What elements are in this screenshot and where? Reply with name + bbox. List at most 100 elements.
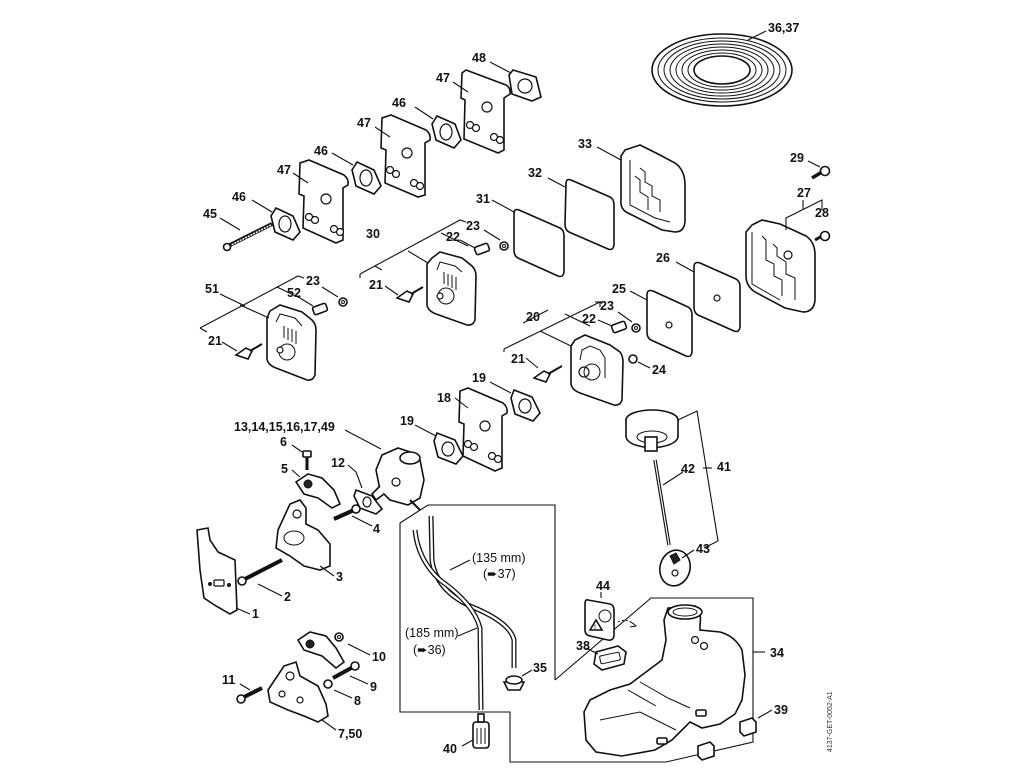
part-screw-4[interactable]: [333, 504, 361, 521]
part-rope-42[interactable]: [653, 459, 671, 546]
part-warning-label-44[interactable]: !: [584, 599, 638, 641]
part-washer-10[interactable]: [334, 632, 344, 642]
part-gasket-19-upper[interactable]: [510, 388, 541, 422]
part-bracket-7-50[interactable]: [267, 660, 329, 723]
part-gasket-12[interactable]: [353, 488, 384, 515]
part-pin-11[interactable]: [236, 686, 263, 704]
tank-group-frame: [554, 597, 754, 763]
part-screw-28[interactable]: [814, 230, 831, 242]
part-plate-47-top[interactable]: [460, 69, 511, 154]
part-gasket-1[interactable]: [196, 527, 238, 615]
part-washer-23-left[interactable]: [338, 297, 348, 307]
part-carburetor[interactable]: [370, 447, 425, 511]
part-filter-cover-33[interactable]: [620, 144, 686, 233]
part-bracket-upper[interactable]: [296, 631, 346, 670]
callout-1: 1: [252, 607, 259, 621]
callout-42: 42: [681, 462, 695, 476]
part-muffler-51[interactable]: [266, 304, 317, 381]
hose-long-ref: (➨36): [413, 643, 446, 657]
callout-51: 51: [205, 282, 219, 296]
callout-19-lower: 19: [400, 414, 414, 428]
callout-3: 3: [336, 570, 343, 584]
callout-47-middle: 47: [357, 116, 371, 130]
callout-20: 20: [526, 310, 540, 324]
hose-short-ref: (➨37): [483, 567, 516, 581]
callout-41: 41: [717, 460, 731, 474]
part-gasket-48[interactable]: [508, 69, 542, 102]
part-plate-47-middle[interactable]: [380, 114, 431, 198]
callout-10: 10: [372, 650, 386, 664]
part-washer-23-middle[interactable]: [499, 241, 509, 251]
callout-23-left: 23: [306, 274, 320, 288]
part-housing-3[interactable]: [275, 499, 331, 571]
callout-11: 11: [222, 673, 235, 687]
part-gasket-46-lower[interactable]: [270, 206, 301, 241]
callout-52: 52: [287, 286, 301, 300]
part-gasket-19-lower[interactable]: [433, 431, 464, 465]
callout-7-50: 7,50: [338, 727, 362, 741]
callout-46-upper: 46: [392, 96, 406, 110]
part-filter-26[interactable]: [693, 261, 741, 333]
part-air-filter-cover-27[interactable]: [745, 219, 816, 313]
callout-9: 9: [370, 680, 377, 694]
part-muffler-20[interactable]: [570, 334, 624, 406]
callout-8: 8: [354, 694, 361, 708]
part-nut-24[interactable]: [628, 354, 638, 364]
part-screw-22-middle[interactable]: [473, 242, 491, 256]
callout-12: 12: [331, 456, 345, 470]
part-screw-9[interactable]: [332, 661, 360, 680]
part-hose-long[interactable]: [412, 529, 484, 711]
callout-36-37: 36,37: [768, 21, 799, 35]
part-fuel-line-coil[interactable]: [651, 33, 793, 107]
part-washer-23-right[interactable]: [631, 323, 641, 333]
callout-21-left: 21: [208, 334, 222, 348]
callout-48: 48: [472, 51, 486, 65]
callout-30: 30: [366, 227, 380, 241]
part-foot-39-b[interactable]: [697, 741, 715, 761]
hose-group-frame-bottom: [399, 523, 585, 763]
callout-32: 32: [528, 166, 542, 180]
callout-2: 2: [284, 590, 291, 604]
callout-46-lower: 46: [232, 190, 246, 204]
callout-47-lower: 47: [277, 163, 291, 177]
part-retainer-43[interactable]: [656, 547, 694, 590]
callout-35: 35: [533, 661, 547, 675]
callout-39: 39: [774, 703, 788, 717]
part-filter-25[interactable]: [646, 289, 693, 358]
part-fuel-filter-40[interactable]: [472, 713, 490, 749]
part-screw-52[interactable]: [311, 302, 329, 316]
callout-19-upper: 19: [472, 371, 486, 385]
part-clamp-21-left[interactable]: [234, 343, 263, 360]
part-foot-39-a[interactable]: [739, 717, 757, 737]
part-screw-6[interactable]: [302, 450, 312, 470]
callout-27: 27: [797, 186, 811, 200]
part-gasket-46-middle[interactable]: [351, 160, 382, 195]
part-screw-2[interactable]: [237, 558, 283, 586]
callout-38: 38: [576, 639, 590, 653]
callout-46-middle: 46: [314, 144, 328, 158]
part-5[interactable]: [294, 473, 342, 509]
part-plate-47-lower[interactable]: [298, 159, 349, 244]
part-grommet-35[interactable]: [502, 675, 526, 691]
part-plate-18[interactable]: [458, 387, 508, 472]
part-clamp-21-right[interactable]: [532, 365, 563, 383]
part-filter-32[interactable]: [564, 178, 615, 251]
part-washer-8[interactable]: [323, 679, 333, 689]
part-screw-45[interactable]: [222, 222, 273, 252]
callout-6: 6: [280, 435, 287, 449]
callout-43: 43: [696, 542, 710, 556]
callout-21-right: 21: [511, 352, 525, 366]
part-clamp-21-middle[interactable]: [395, 286, 424, 303]
part-screw-22-right[interactable]: [610, 320, 628, 334]
part-gasket-46-upper[interactable]: [431, 114, 462, 149]
part-muffler-30[interactable]: [426, 251, 477, 326]
part-grommet-38[interactable]: [593, 645, 627, 671]
callout-4: 4: [373, 522, 380, 536]
part-fuel-tank[interactable]: [583, 604, 746, 757]
callout-13-14-15-16-17-49: 13,14,15,16,17,49: [234, 420, 335, 434]
callout-23-right: 23: [600, 299, 614, 313]
part-filter-31[interactable]: [513, 208, 565, 278]
part-fuel-cap[interactable]: [625, 409, 679, 452]
part-screw-29[interactable]: [811, 165, 831, 180]
